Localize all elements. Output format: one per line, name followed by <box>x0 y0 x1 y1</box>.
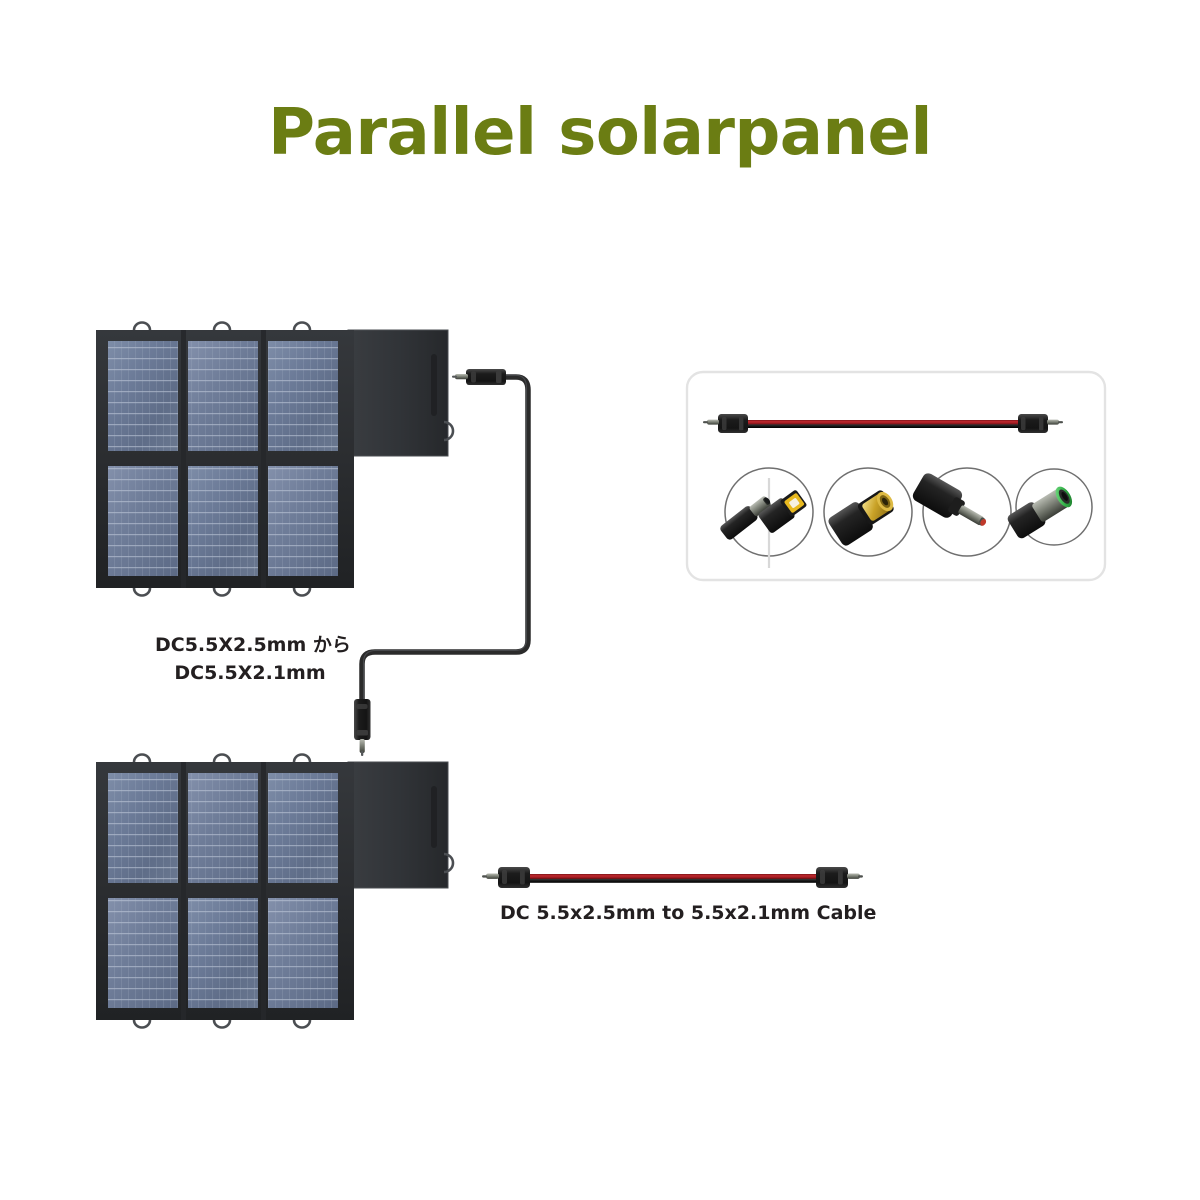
bottom-panel-connector-plug <box>354 699 371 756</box>
top-solar-panel[interactable] <box>94 321 455 597</box>
top-panel-connector-plug <box>452 369 506 385</box>
detail-cable-left-connector <box>703 414 748 433</box>
closeup-2-gold-barrel-socket <box>823 467 913 557</box>
page-title: Parallel solarpanel <box>268 96 932 170</box>
adapter-spec-line-1: DC5.5X2.5mm から <box>155 634 351 656</box>
closeup-1-barrel-plug-and-square-tip <box>720 467 814 568</box>
detail-panel-cable <box>703 414 1063 433</box>
adapter-spec-label: DC5.5X2.5mm から DC5.5X2.1mm <box>155 632 351 687</box>
cable-caption-label: DC 5.5x2.5mm to 5.5x2.1mm Cable <box>500 902 877 924</box>
product-cable-right-connector <box>816 867 863 888</box>
detail-cable-right-connector <box>1018 414 1063 433</box>
product-cable-left-connector <box>482 867 530 888</box>
closeup-4-green-ring-barrel-socket <box>1007 468 1093 546</box>
dc-extension-cable <box>482 867 863 888</box>
closeup-3-thin-barrel-plug-red-pin <box>912 467 1012 557</box>
parallel-connection-cable <box>359 374 531 703</box>
connector-detail-panel <box>685 370 1107 582</box>
bottom-solar-panel[interactable] <box>94 753 455 1029</box>
adapter-spec-line-2: DC5.5X2.1mm <box>174 661 326 684</box>
